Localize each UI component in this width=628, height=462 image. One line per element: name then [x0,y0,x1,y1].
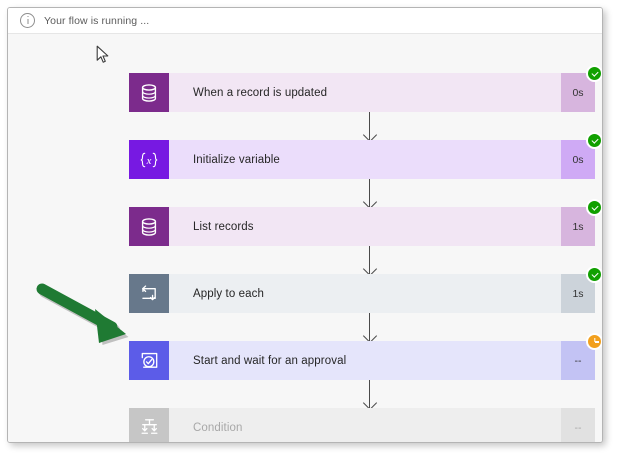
status-message: Your flow is running ... [44,14,150,27]
step-body[interactable]: When a record is updated [169,73,561,112]
variable-braces-x-icon: x [129,140,169,179]
connector-line [369,380,371,408]
flow-connector [362,313,377,344]
green-check-icon [586,132,602,149]
svg-text:x: x [146,154,152,166]
flow-canvas: When a record is updated 0s x Initialize… [8,34,602,442]
step-title: Apply to each [193,287,264,300]
connector-line [369,112,371,140]
step-body[interactable]: Condition [169,408,561,442]
green-check-icon [586,199,602,216]
database-icon [129,207,169,246]
status-bar: Your flow is running ... [8,8,602,34]
flow-run-window: Your flow is running ... When a record i… [7,7,603,443]
flow-step-condition[interactable]: Condition -- [129,408,595,442]
step-title: Initialize variable [193,153,280,166]
connector-line [369,246,371,274]
green-check-icon [586,65,602,82]
step-title: Start and wait for an approval [193,354,347,367]
flow-connector [362,112,377,143]
flow-connector [362,380,377,411]
condition-branch-icon [129,408,169,442]
flow-step-list-records[interactable]: List records 1s [129,199,602,246]
loop-foreach-icon [129,274,169,313]
connector-line [369,179,371,207]
flow-connector [362,246,377,277]
info-circle-icon [20,13,35,28]
step-body[interactable]: List records [169,207,561,246]
flow-connector [362,179,377,210]
green-check-icon [586,266,602,283]
step-title: List records [193,220,254,233]
step-body[interactable]: Apply to each [169,274,561,313]
approval-checkmark-icon [129,341,169,380]
flow-step-start-and-wait-for-an-approval[interactable]: Start and wait for an approval -- [129,333,602,380]
step-duration: -- [561,408,595,442]
flow-step-initialize-variable[interactable]: x Initialize variable 0s [129,132,602,179]
step-body[interactable]: Initialize variable [169,140,561,179]
connector-line [369,313,371,341]
flow-step-when-a-record-is-updated[interactable]: When a record is updated 0s [129,65,602,112]
step-body[interactable]: Start and wait for an approval [169,341,561,380]
step-title: Condition [193,421,243,434]
flow-step-apply-to-each[interactable]: Apply to each 1s [129,266,602,313]
database-icon [129,73,169,112]
orange-clock-icon [586,333,602,350]
step-title: When a record is updated [193,86,328,99]
